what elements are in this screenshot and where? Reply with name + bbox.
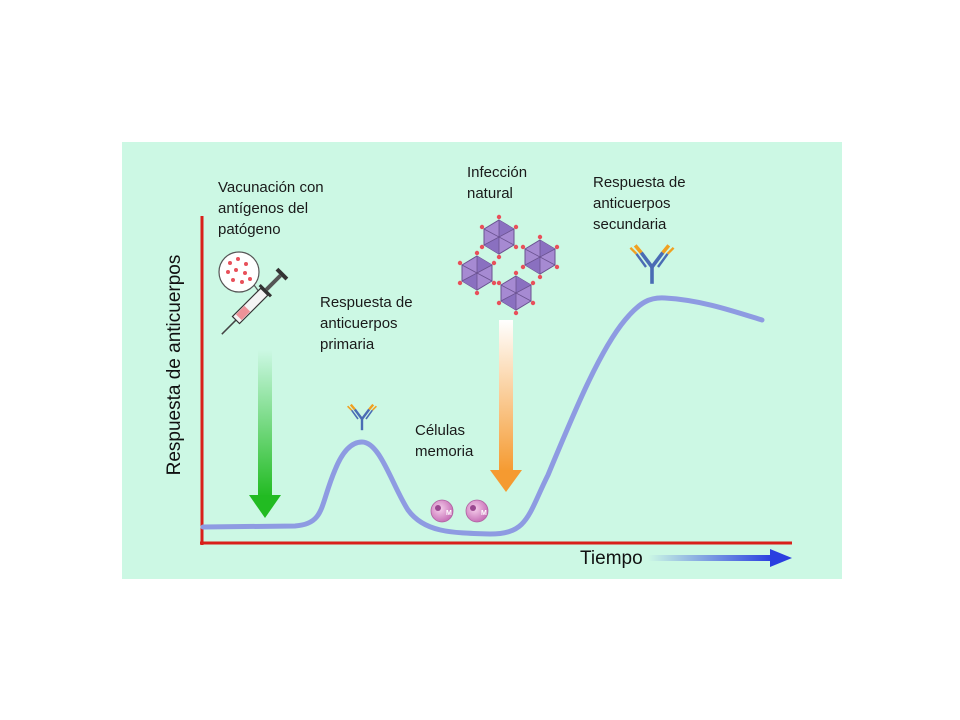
secondary-response-label: Respuesta de anticuerpos secundaria [593, 174, 686, 233]
response-curve [200, 295, 765, 537]
svg-text:M: M [446, 510, 452, 517]
time-arrow [648, 549, 792, 567]
natural-infection-label: Infección natural [467, 164, 528, 202]
vaccination-arrow [249, 350, 281, 518]
memory-cell-icon: M [430, 499, 454, 523]
syringe-icon [221, 267, 289, 335]
antibody-icon [346, 403, 378, 432]
vaccination-label: Vacunación con antígenos del patógeno [218, 179, 324, 238]
antigen-bubble-icon [218, 251, 263, 297]
x-axis-label: Tiempo [580, 548, 643, 569]
memory-cell-icon: M [465, 499, 489, 523]
virus-icon [457, 214, 560, 316]
memory-cells-label: Células memoria [415, 422, 474, 460]
primary-response-label: Respuesta de anticuerpos primaria [320, 294, 413, 353]
antibody-icon [628, 243, 676, 286]
infection-arrow [490, 320, 522, 492]
y-axis-label: Respuesta de anticuerpos [164, 254, 185, 476]
svg-text:M: M [481, 510, 487, 517]
